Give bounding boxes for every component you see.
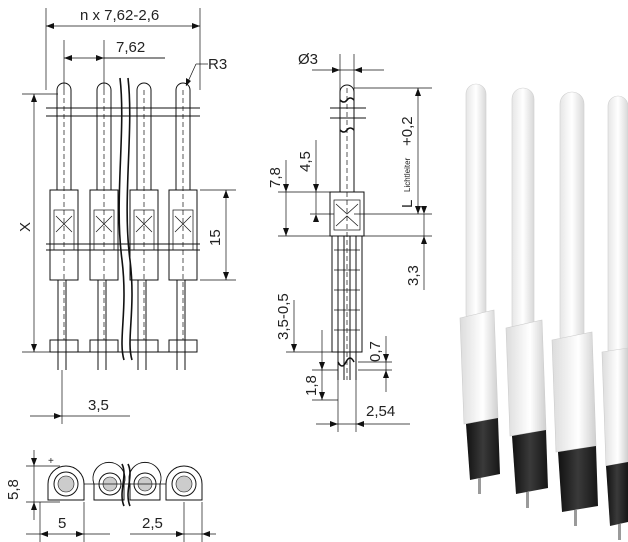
side-18-label: 1,8 bbox=[303, 375, 320, 396]
height-15-label: 15 bbox=[207, 229, 224, 246]
led-footprint-1 bbox=[47, 465, 85, 501]
light-pipe-1 bbox=[49, 82, 79, 370]
front-view: n x 7,62-2,6 7,62 R3 X bbox=[17, 7, 236, 424]
led-footprint-4 bbox=[165, 465, 203, 501]
product-render bbox=[459, 83, 628, 540]
light-pipe-3 bbox=[129, 82, 159, 370]
side-view: Ø3 7,8 4,5 L Li bbox=[267, 51, 432, 432]
side-35-label: 3,5-0,5 bbox=[275, 293, 292, 340]
led-footprint-2 bbox=[92, 462, 126, 501]
overall-width-label: n x 7,62-2,6 bbox=[80, 7, 159, 24]
render-led-3 bbox=[551, 91, 598, 526]
length-l-label: L bbox=[399, 200, 416, 208]
length-sub-label: Lichtleiter bbox=[403, 157, 412, 192]
polarity-label: + bbox=[48, 456, 54, 467]
side-254-label: 2,54 bbox=[366, 403, 395, 420]
diameter-label: Ø3 bbox=[298, 51, 318, 68]
render-led-4 bbox=[601, 95, 628, 540]
bottom-25-label: 2,5 bbox=[142, 515, 163, 532]
length-tol-label: +0,2 bbox=[399, 116, 416, 146]
led-footprint-3 bbox=[128, 462, 162, 501]
light-pipe-4 bbox=[168, 82, 198, 370]
bottom-5-label: 5 bbox=[58, 515, 66, 532]
side-07-label: 0,7 bbox=[367, 341, 384, 362]
pin-offset-label: 3,5 bbox=[88, 397, 109, 414]
pitch-label: 7,62 bbox=[116, 39, 145, 56]
light-pipe-2 bbox=[89, 82, 119, 370]
bottom-58-label: 5,8 bbox=[5, 479, 22, 500]
bottom-view: 5,8 + 5 bbox=[5, 450, 216, 542]
render-led-1 bbox=[459, 83, 500, 494]
side-45-label: 4,5 bbox=[297, 151, 314, 172]
radius-label: R3 bbox=[208, 56, 227, 73]
render-led-2 bbox=[505, 87, 548, 508]
side-78-label: 7,8 bbox=[267, 167, 284, 188]
height-x-label: X bbox=[17, 222, 34, 232]
side-33-label: 3,3 bbox=[405, 265, 422, 286]
